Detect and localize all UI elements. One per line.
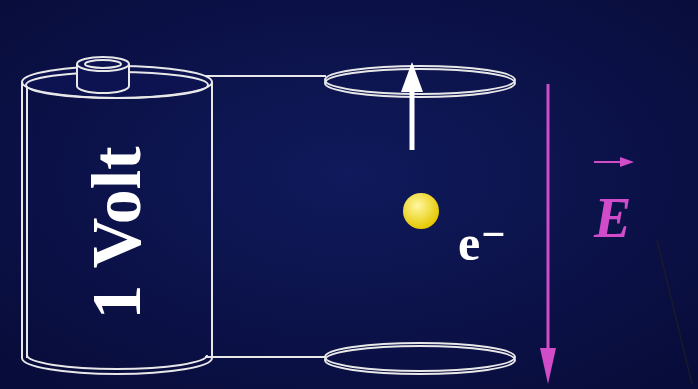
vector-arrow — [594, 157, 634, 167]
battery: 1 Volt — [20, 58, 214, 376]
wire — [205, 75, 326, 77]
bottom-plate — [325, 343, 515, 374]
leader-line — [657, 240, 692, 384]
battery-label: 1 Volt — [82, 146, 152, 319]
field-label: E — [594, 190, 631, 246]
force-arrow — [401, 62, 423, 150]
electron-label: e⁻ — [458, 218, 507, 268]
wire — [205, 356, 326, 358]
field-arrow — [540, 84, 556, 384]
battery-terminal — [77, 57, 129, 93]
electron-dot — [403, 193, 439, 229]
top-plate — [325, 66, 515, 97]
